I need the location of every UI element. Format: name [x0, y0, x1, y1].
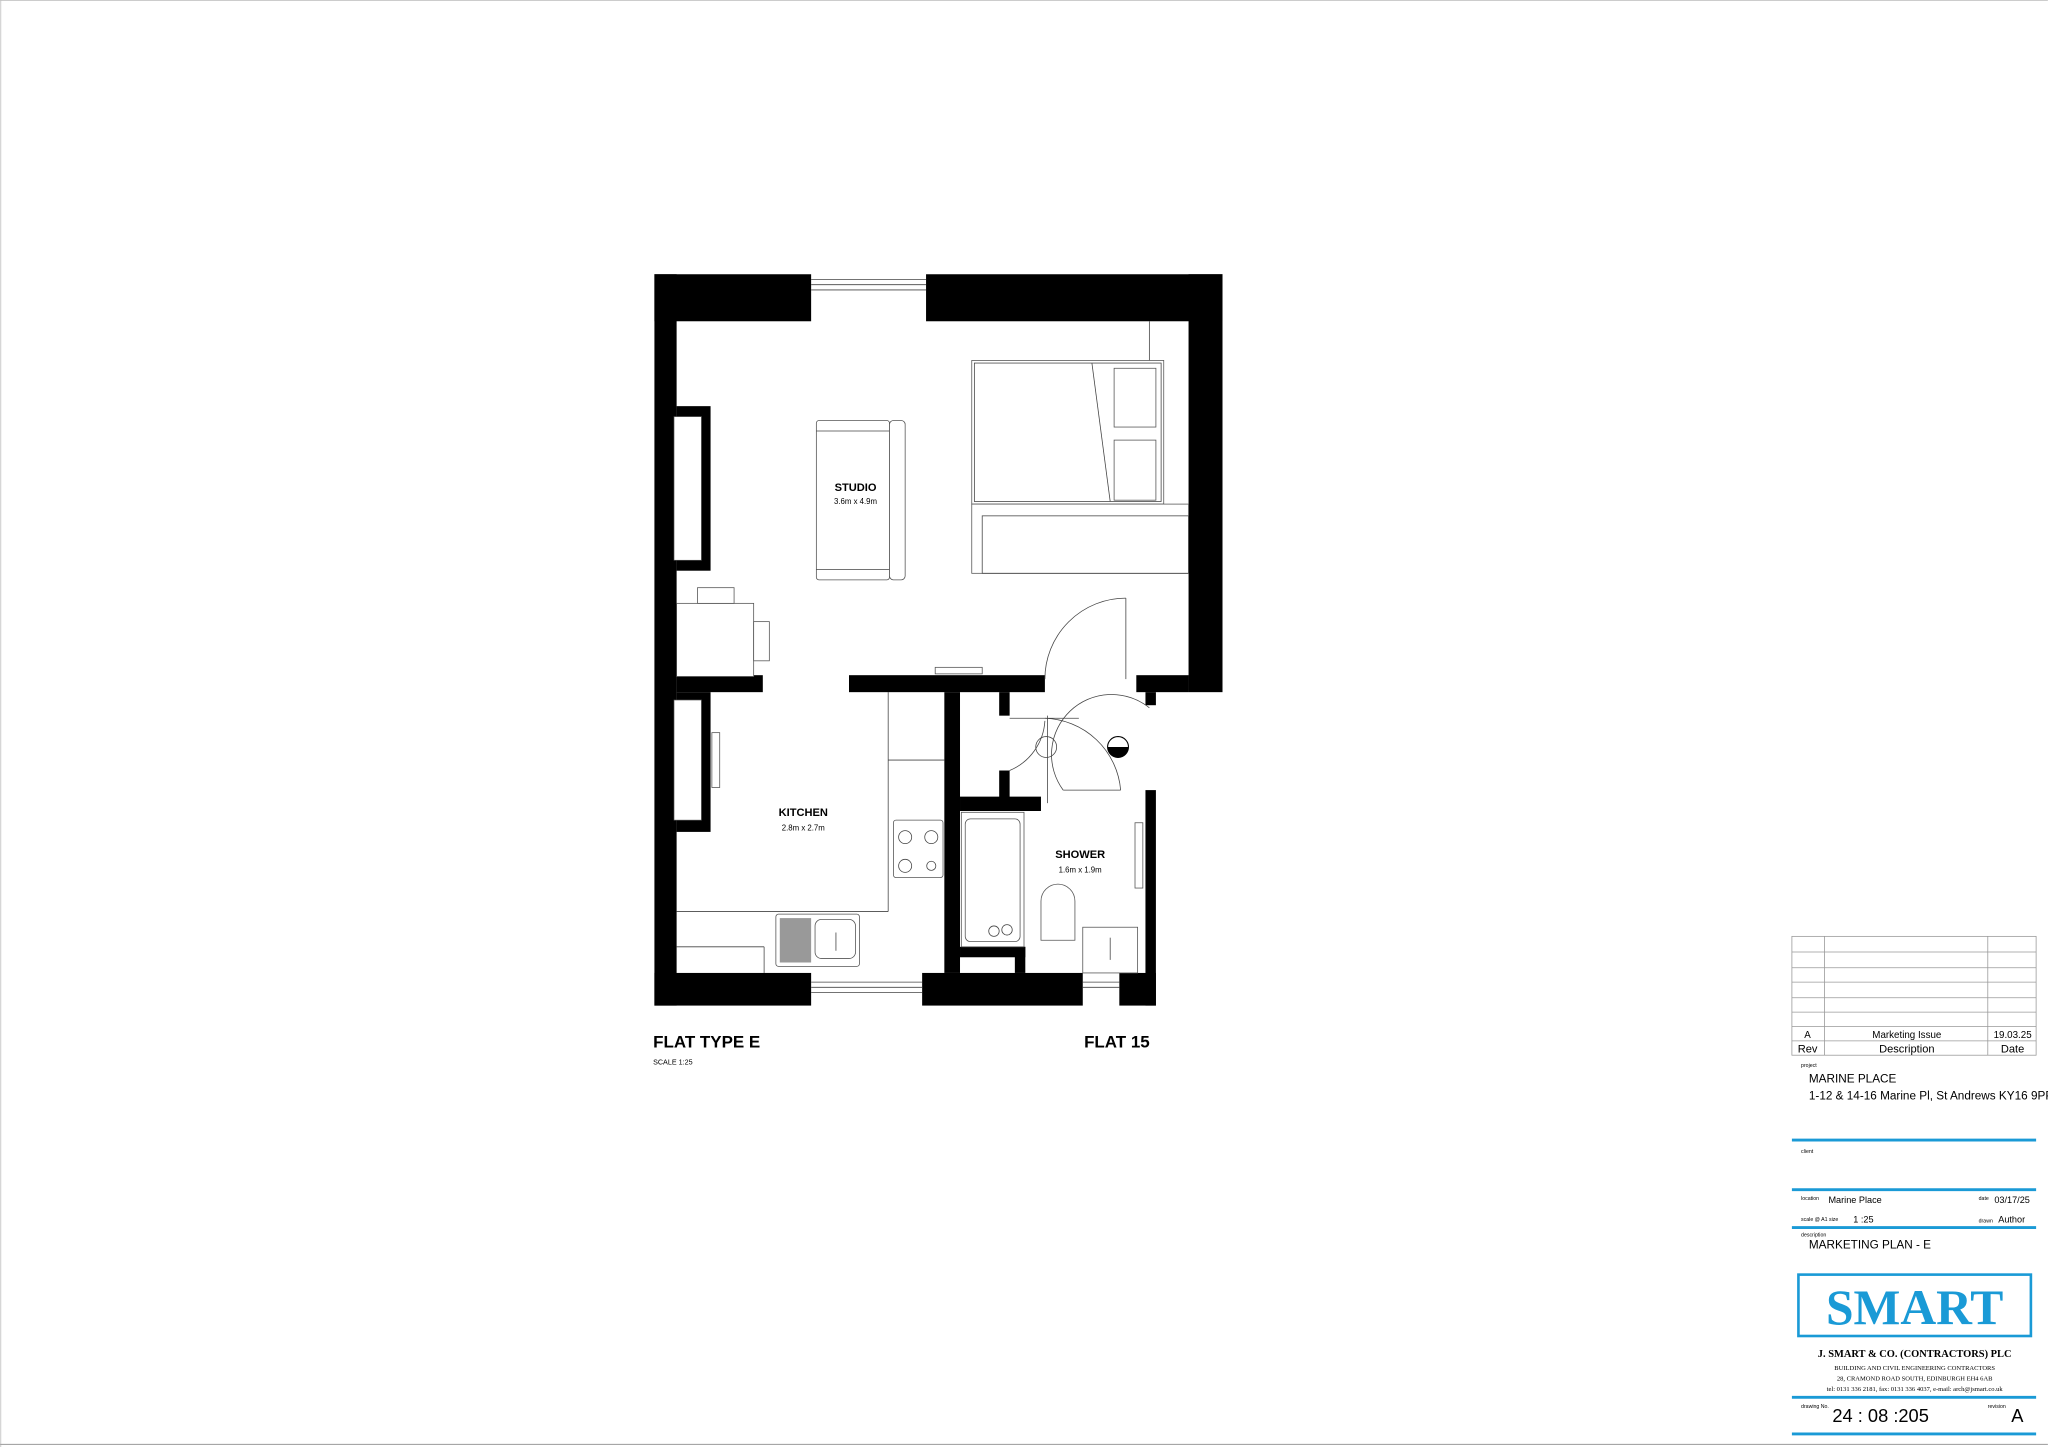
date-label: date: [1979, 1196, 1989, 1202]
radiator: [934, 666, 983, 675]
room-size-studio: 3.6m x 4.9m: [834, 497, 877, 506]
description-value: MARKETING PLAN - E: [1809, 1238, 1931, 1251]
wall-left: [654, 274, 677, 1006]
towel-rail-icon: [1134, 822, 1144, 889]
wardrobe: [971, 503, 1189, 574]
wall-shower-ledge: [960, 946, 1026, 958]
windows: [811, 279, 1120, 993]
revision-label: revision: [1988, 1404, 2006, 1410]
wall-studio-kitchen-left: [676, 675, 763, 693]
plan-scale: SCALE 1:25: [653, 1058, 692, 1066]
location-value: Marine Place: [1828, 1195, 1881, 1205]
wall-top-right: [926, 274, 1223, 322]
pillow: [1113, 439, 1157, 501]
wall-shower-right: [1145, 790, 1156, 1006]
room-label-studio: STUDIO: [835, 482, 877, 494]
wall-shower-ledge-2: [1014, 946, 1026, 973]
window-left-kitchen: [673, 699, 702, 821]
wall-bottom-right: [1119, 972, 1156, 1006]
scale-label: scale @ A1 size: [1801, 1217, 1838, 1223]
revision-table: A Marketing Issue 19.03.25 Rev Descripti…: [1791, 935, 2037, 1056]
drawn-label: drawn: [1979, 1218, 1993, 1224]
bathroom-fittings: [960, 811, 1144, 974]
room-label-kitchen: KITCHEN: [779, 807, 828, 819]
project-label: project: [1801, 1063, 1817, 1069]
revision-description: Marketing Issue: [1872, 1030, 1941, 1041]
room-size-kitchen: 2.8m x 2.7m: [782, 824, 825, 833]
date-header: Date: [2001, 1044, 2024, 1056]
description-label: description: [1801, 1233, 1826, 1239]
wall-bottom-mid: [922, 972, 1083, 1006]
drawn-value: Author: [1998, 1214, 2025, 1224]
wall-studio-bottom: [849, 675, 1045, 693]
doors: [1009, 597, 1150, 804]
wall-kitchen-shower: [944, 692, 961, 973]
radiator: [711, 732, 721, 788]
date-value: 03/17/25: [1994, 1195, 2030, 1205]
window-left-studio: [673, 416, 702, 561]
flat-type-title: FLAT TYPE E: [653, 1032, 760, 1051]
wall-right: [1188, 274, 1223, 693]
description-header: Description: [1879, 1044, 1934, 1056]
company-name: J. SMART & CO. (CONTRACTORS) PLC: [1818, 1349, 2012, 1360]
wall-stub-hall-2: [999, 770, 1010, 800]
hob-icon: [893, 819, 944, 878]
title-block: A Marketing Issue 19.03.25 Rev Descripti…: [1791, 935, 2048, 1436]
bed: [971, 321, 1165, 505]
revision-date: 19.03.25: [1994, 1030, 2033, 1041]
rev-header: Rev: [1798, 1044, 1818, 1056]
revision-value: A: [2011, 1405, 2024, 1426]
kitchen-units: [676, 692, 945, 973]
walls: [654, 274, 1223, 1006]
scale-value: 1 :25: [1853, 1214, 1873, 1224]
company-line-3: tel: 0131 336 2181, fax: 0131 336 4037, …: [1827, 1386, 2004, 1393]
pillow: [1113, 367, 1157, 428]
toilet-icon: [1040, 883, 1076, 941]
company-line-1: BUILDING AND CIVIL ENGINEERING CONTRACTO…: [1834, 1365, 1995, 1372]
revision-rev: A: [1804, 1030, 1811, 1041]
room-size-shower: 1.6m x 1.9m: [1059, 865, 1102, 874]
project-name: MARINE PLACE: [1809, 1073, 1897, 1086]
company-line-2: 28, CRAMOND ROAD SOUTH, EDINBURGH EH4 6A…: [1837, 1375, 1993, 1382]
location-label: location: [1801, 1196, 1819, 1202]
drawing-no-label: drawing No.: [1801, 1404, 1829, 1410]
extract-fan-icon: [1035, 736, 1058, 758]
wall-shower-top: [960, 796, 1041, 811]
flat-number-title: FLAT 15: [1084, 1032, 1150, 1051]
wall-stub-hall-1: [999, 692, 1010, 716]
sofa: [815, 420, 906, 581]
wall-bottom-left: [654, 972, 812, 1006]
desk: [676, 587, 770, 677]
project-address: 1-12 & 14-16 Marine Pl, St Andrews KY16 …: [1809, 1090, 2048, 1103]
svg-text:SMART: SMART: [1826, 1280, 2003, 1335]
drawing-no: 24 : 08 :205: [1832, 1405, 1928, 1426]
wall-top-left: [654, 274, 812, 322]
wall-studio-bottom-right: [1136, 675, 1189, 693]
room-label-shower: SHOWER: [1055, 849, 1105, 861]
client-label: client: [1801, 1149, 1814, 1155]
wall-stub-right: [1145, 692, 1156, 706]
floor-plan: STUDIO 3.6m x 4.9m KITCHEN 2.8m x 2.7m S…: [653, 274, 1223, 1066]
smart-logo: SMART: [1797, 1273, 2033, 1338]
